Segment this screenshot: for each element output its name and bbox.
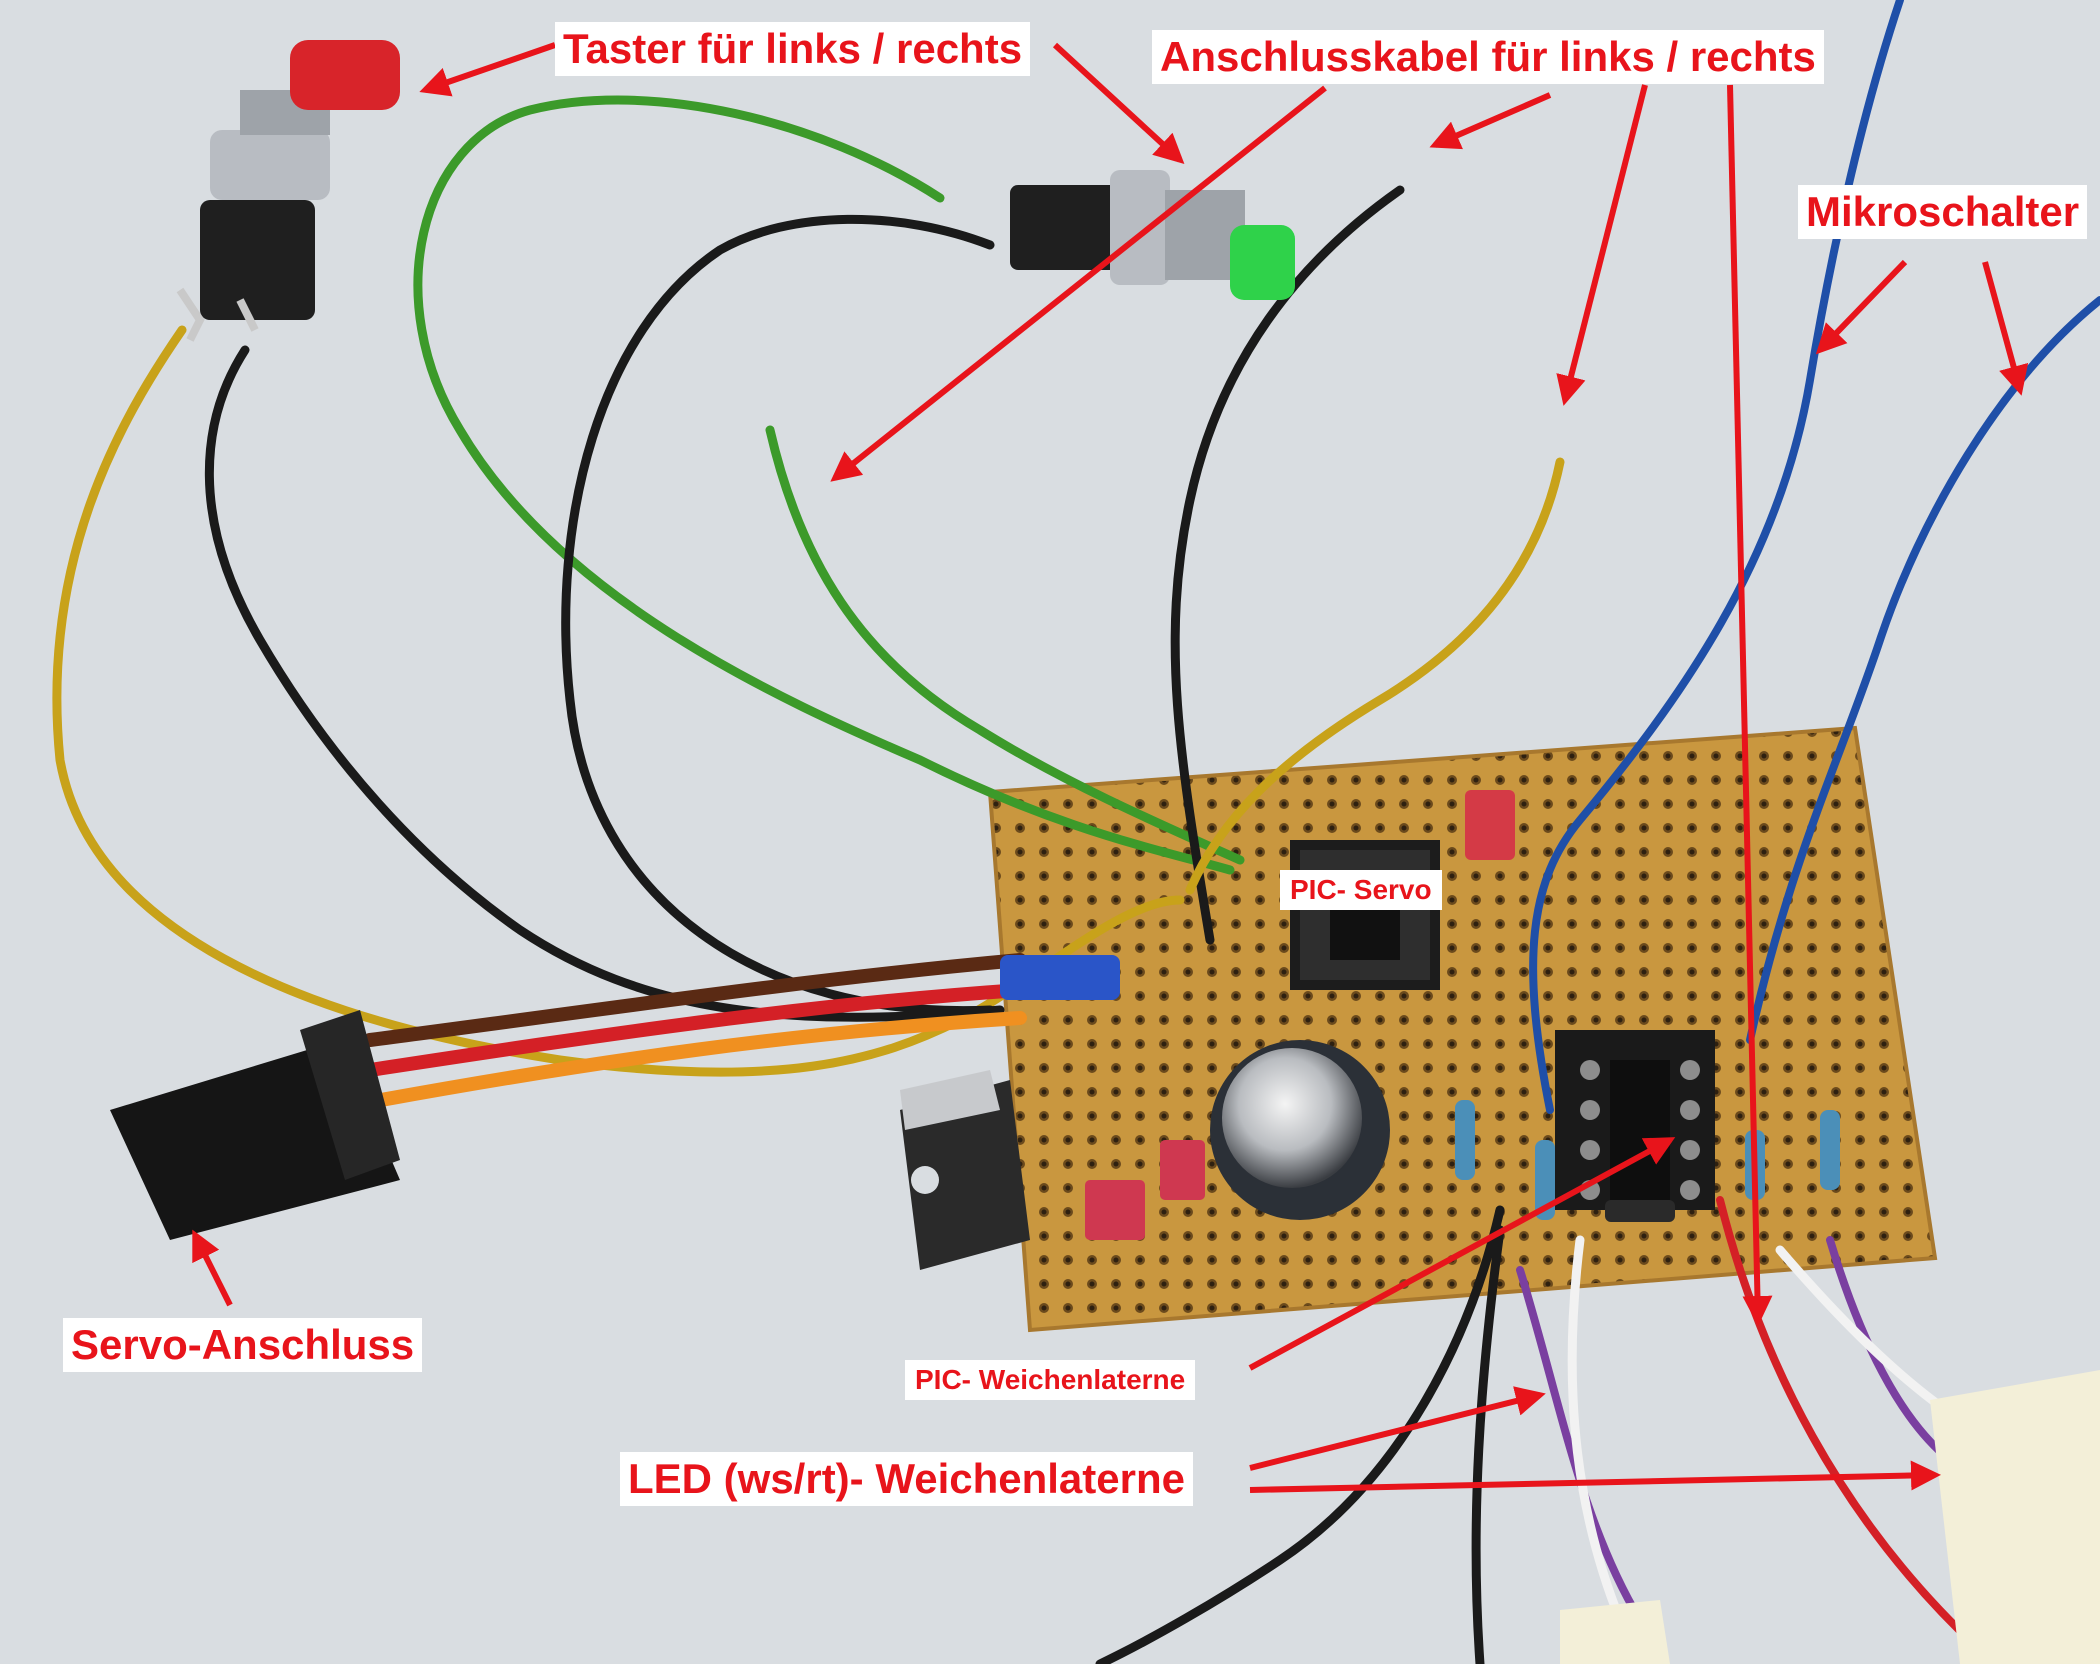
label-taster: Taster für links / rechts — [555, 22, 1031, 76]
capacitor — [1210, 1040, 1390, 1220]
label-mikroschalter: Mikroschalter — [1798, 185, 2088, 239]
label-led-weichenlaterne: LED (ws/rt)- Weichenlaterne — [620, 1452, 1193, 1506]
tape — [1560, 1370, 2100, 1664]
label-anschlusskabel: Anschlusskabel für links / rechts — [1152, 30, 1824, 84]
label-pic-weichenlaterne: PIC- Weichenlaterne — [905, 1360, 1196, 1400]
servo-connector — [110, 1010, 400, 1240]
red-pushbutton — [176, 40, 400, 342]
ic-pic-weichenlaterne — [1555, 1030, 1715, 1210]
ic-pic-servo — [1290, 840, 1440, 990]
label-servo-anschluss: Servo-Anschluss — [63, 1318, 423, 1372]
voltage-regulator — [900, 1070, 1030, 1270]
label-pic-servo: PIC- Servo — [1280, 870, 1442, 910]
